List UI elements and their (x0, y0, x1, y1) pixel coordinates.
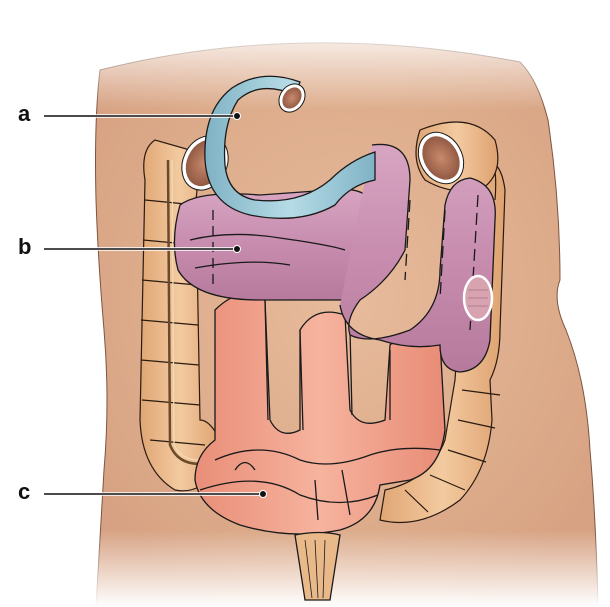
leader-dot-a (233, 112, 241, 120)
jejunum (173, 143, 496, 373)
leader-dot-c (259, 490, 267, 498)
duodenum (204, 75, 376, 219)
label-c: c (18, 479, 31, 504)
ileum (194, 293, 446, 601)
leader-lines (44, 112, 267, 498)
label-b: b (18, 234, 32, 259)
label-a: a (18, 101, 31, 126)
leader-dot-b (233, 245, 241, 253)
